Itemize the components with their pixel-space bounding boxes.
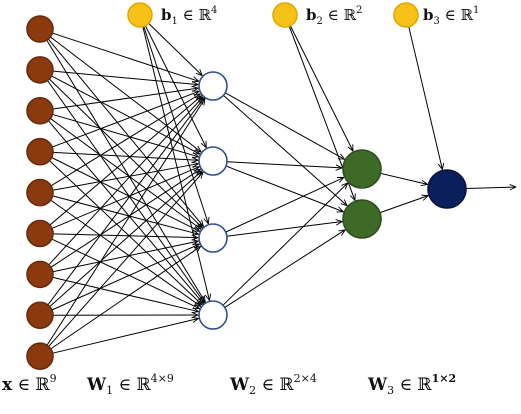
input-node-8 <box>26 301 54 330</box>
weights-label-2: W2 ∈ ℝ2×4 <box>229 372 317 397</box>
edge-x5-h1-1 <box>50 94 200 187</box>
edge-x9-h1-1 <box>46 99 205 346</box>
edge-x9-h1-4 <box>52 318 199 354</box>
input-node-5 <box>26 178 54 207</box>
edge-b3-out <box>408 26 443 170</box>
edge-x5-h1-2 <box>52 164 198 191</box>
input-node-6 <box>26 219 54 248</box>
bias-label-3: b3 ∈ ℝ1 <box>423 5 479 27</box>
edge-h1-1-h2-2 <box>223 94 347 205</box>
connection-edges <box>46 23 516 354</box>
edge-x2-h1-3 <box>48 78 202 228</box>
edge-h1-4-h2-1 <box>222 183 348 306</box>
edge-x7-h1-1 <box>48 97 203 266</box>
edge-x4-h1-1 <box>51 91 199 148</box>
bias-node-2 <box>272 2 298 28</box>
edge-x3-h1-1 <box>52 88 198 110</box>
edge-x7-h1-4 <box>52 276 199 311</box>
input-node-1 <box>26 15 54 43</box>
edge-h1-3-h2-2 <box>226 222 342 237</box>
edge-b1-h1-1 <box>148 23 203 75</box>
bias-label-2: b2 ∈ ℝ2 <box>306 5 362 27</box>
hidden1-node-2 <box>198 146 228 176</box>
hidden2-node-2 <box>342 199 382 239</box>
edge-b1-h1-4 <box>142 26 210 301</box>
edge-x3-h1-3 <box>50 118 200 230</box>
edge-x2-h1-4 <box>47 80 204 303</box>
edge-b1-h1-2 <box>144 25 206 148</box>
bias-label-1: b1 ∈ ℝ4 <box>161 5 217 27</box>
edge-x7-h1-2 <box>50 169 201 268</box>
edge-h1-2-h2-1 <box>226 161 342 168</box>
edge-h1-4-h2-2 <box>224 230 345 308</box>
input-node-7 <box>26 260 54 289</box>
edge-x7-h1-3 <box>52 241 199 273</box>
output-arrow <box>465 187 516 188</box>
edge-x8-h1-3 <box>51 244 199 311</box>
input-node-2 <box>26 56 54 84</box>
edge-x2-h1-2 <box>51 75 200 154</box>
edge-h2-1-out <box>380 172 427 184</box>
edge-x3-h1-4 <box>48 120 203 304</box>
edge-x8-h1-2 <box>49 171 202 308</box>
edge-h1-1-h2-1 <box>224 92 344 159</box>
output-node-1 <box>427 169 467 209</box>
edge-x6-h1-2 <box>51 167 199 229</box>
edge-x3-h1-2 <box>52 113 198 156</box>
hidden1-node-1 <box>198 71 228 101</box>
edge-b2-h2-1 <box>289 25 353 151</box>
edge-x2-h1-1 <box>52 70 198 85</box>
hidden1-node-4 <box>198 300 228 330</box>
weights-label-3: W3 ∈ ℝ1×2 <box>367 372 456 397</box>
edge-x6-h1-1 <box>49 96 202 226</box>
input-node-3 <box>26 97 54 125</box>
edge-x1-h1-2 <box>50 36 201 152</box>
input-node-9 <box>26 342 54 371</box>
edge-b1-h1-3 <box>143 26 209 223</box>
edge-x1-h1-3 <box>47 38 203 226</box>
neuron-nodes <box>26 2 467 371</box>
edge-x9-h1-3 <box>50 246 201 350</box>
edge-x1-h1-4 <box>46 39 206 302</box>
input-label: x ∈ ℝ9 <box>2 372 57 395</box>
hidden2-node-1 <box>342 149 382 189</box>
edge-h2-2-out <box>379 196 428 214</box>
edge-x4-h1-4 <box>49 160 202 305</box>
hidden1-node-3 <box>198 223 228 253</box>
edge-h1-2-h2-2 <box>225 165 343 212</box>
edge-x5-h1-4 <box>50 199 201 306</box>
weights-label-1: W1 ∈ ℝ4×9 <box>86 372 174 397</box>
bias-node-1 <box>127 2 153 28</box>
edge-h1-3-h2-1 <box>225 177 344 233</box>
edge-x9-h1-2 <box>48 172 203 347</box>
input-node-4 <box>26 137 54 166</box>
edge-x1-h1-1 <box>52 32 198 81</box>
bias-node-3 <box>393 2 419 28</box>
edge-x4-h1-2 <box>52 151 198 160</box>
